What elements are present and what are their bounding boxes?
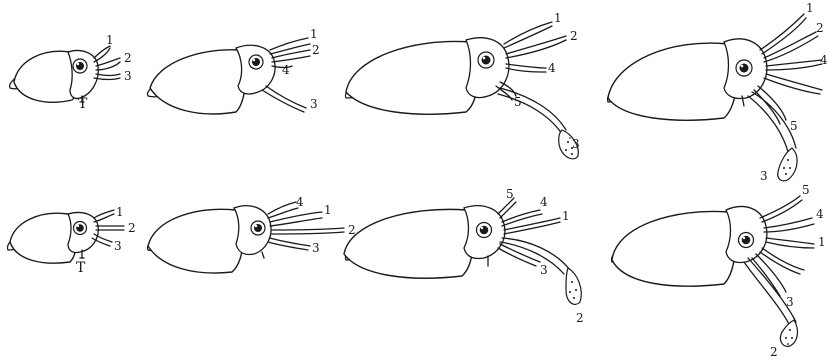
row2-stage4-label-3: 3	[786, 295, 794, 309]
row1-stage4-label-4: 4	[820, 53, 828, 67]
row1-stage3-label-3: 3	[572, 137, 580, 151]
row2-stage4-label-4: 4	[816, 207, 824, 221]
row2-stage2-label-4: 4	[296, 195, 304, 209]
row1-stage4-label-3: 3	[760, 169, 768, 183]
row1-stage3-label-4: 4	[548, 61, 556, 75]
row2-stage1-squid: 1 2 3 T	[7, 205, 135, 276]
row2-stage3-label-2: 2	[576, 311, 584, 325]
row1-stage1-label-3: 3	[124, 69, 132, 83]
row1-stage2-squid: 1 2 4 3	[148, 27, 320, 114]
row2-stage1-label-t: T	[76, 260, 86, 276]
row1-stage3-label-1: 1	[554, 11, 562, 25]
row1-stage1-label-1: 1	[106, 33, 114, 47]
row1-stage1-squid: 1 2 3 T	[10, 33, 132, 112]
row1-stage4-squid: 1 2 4 5 3	[608, 1, 828, 183]
row2-stage3-label-1: 1	[562, 209, 570, 223]
row1-stage2-label-4: 4	[282, 63, 290, 77]
row1-stage3-squid: 1 2 4 5 3	[345, 11, 579, 159]
row2-stage4-label-5: 5	[802, 183, 810, 197]
row2-stage4-label-1: 1	[818, 235, 826, 249]
row2-stage3-label-3: 3	[540, 263, 548, 277]
row1-stage4-label-2: 2	[816, 21, 824, 35]
row1-stage4-label-5: 5	[790, 119, 798, 133]
row1-stage2-label-3: 3	[310, 97, 318, 111]
row1-stage3-label-2: 2	[570, 29, 578, 43]
row2-stage2-label-1: 1	[324, 203, 332, 217]
row2-stage3-label-5: 5	[506, 187, 514, 201]
row1-stage1-label-2: 2	[124, 51, 132, 65]
row2-stage3-label-4: 4	[540, 195, 548, 209]
row1-stage2-label-2: 2	[312, 43, 320, 57]
row2-stage3-squid: 5 4 1 3 2	[344, 187, 584, 325]
row1-stage4-label-1: 1	[806, 1, 814, 15]
row2-stage2-label-3: 3	[312, 241, 320, 255]
row2-stage1-label-3: 3	[114, 239, 122, 253]
row2-stage2-squid: 4 1 2 3	[148, 195, 356, 273]
row2-stage4-squid: 5 4 1 3 2	[612, 183, 826, 359]
row1-stage3-label-5: 5	[514, 95, 522, 109]
row2-stage1-label-2: 2	[128, 221, 136, 235]
row1-stage1-label-t: T	[78, 96, 88, 112]
row2-stage4-label-2: 2	[770, 345, 778, 359]
row2-stage1-label-1: 1	[116, 205, 124, 219]
row1-stage2-label-1: 1	[310, 27, 318, 41]
